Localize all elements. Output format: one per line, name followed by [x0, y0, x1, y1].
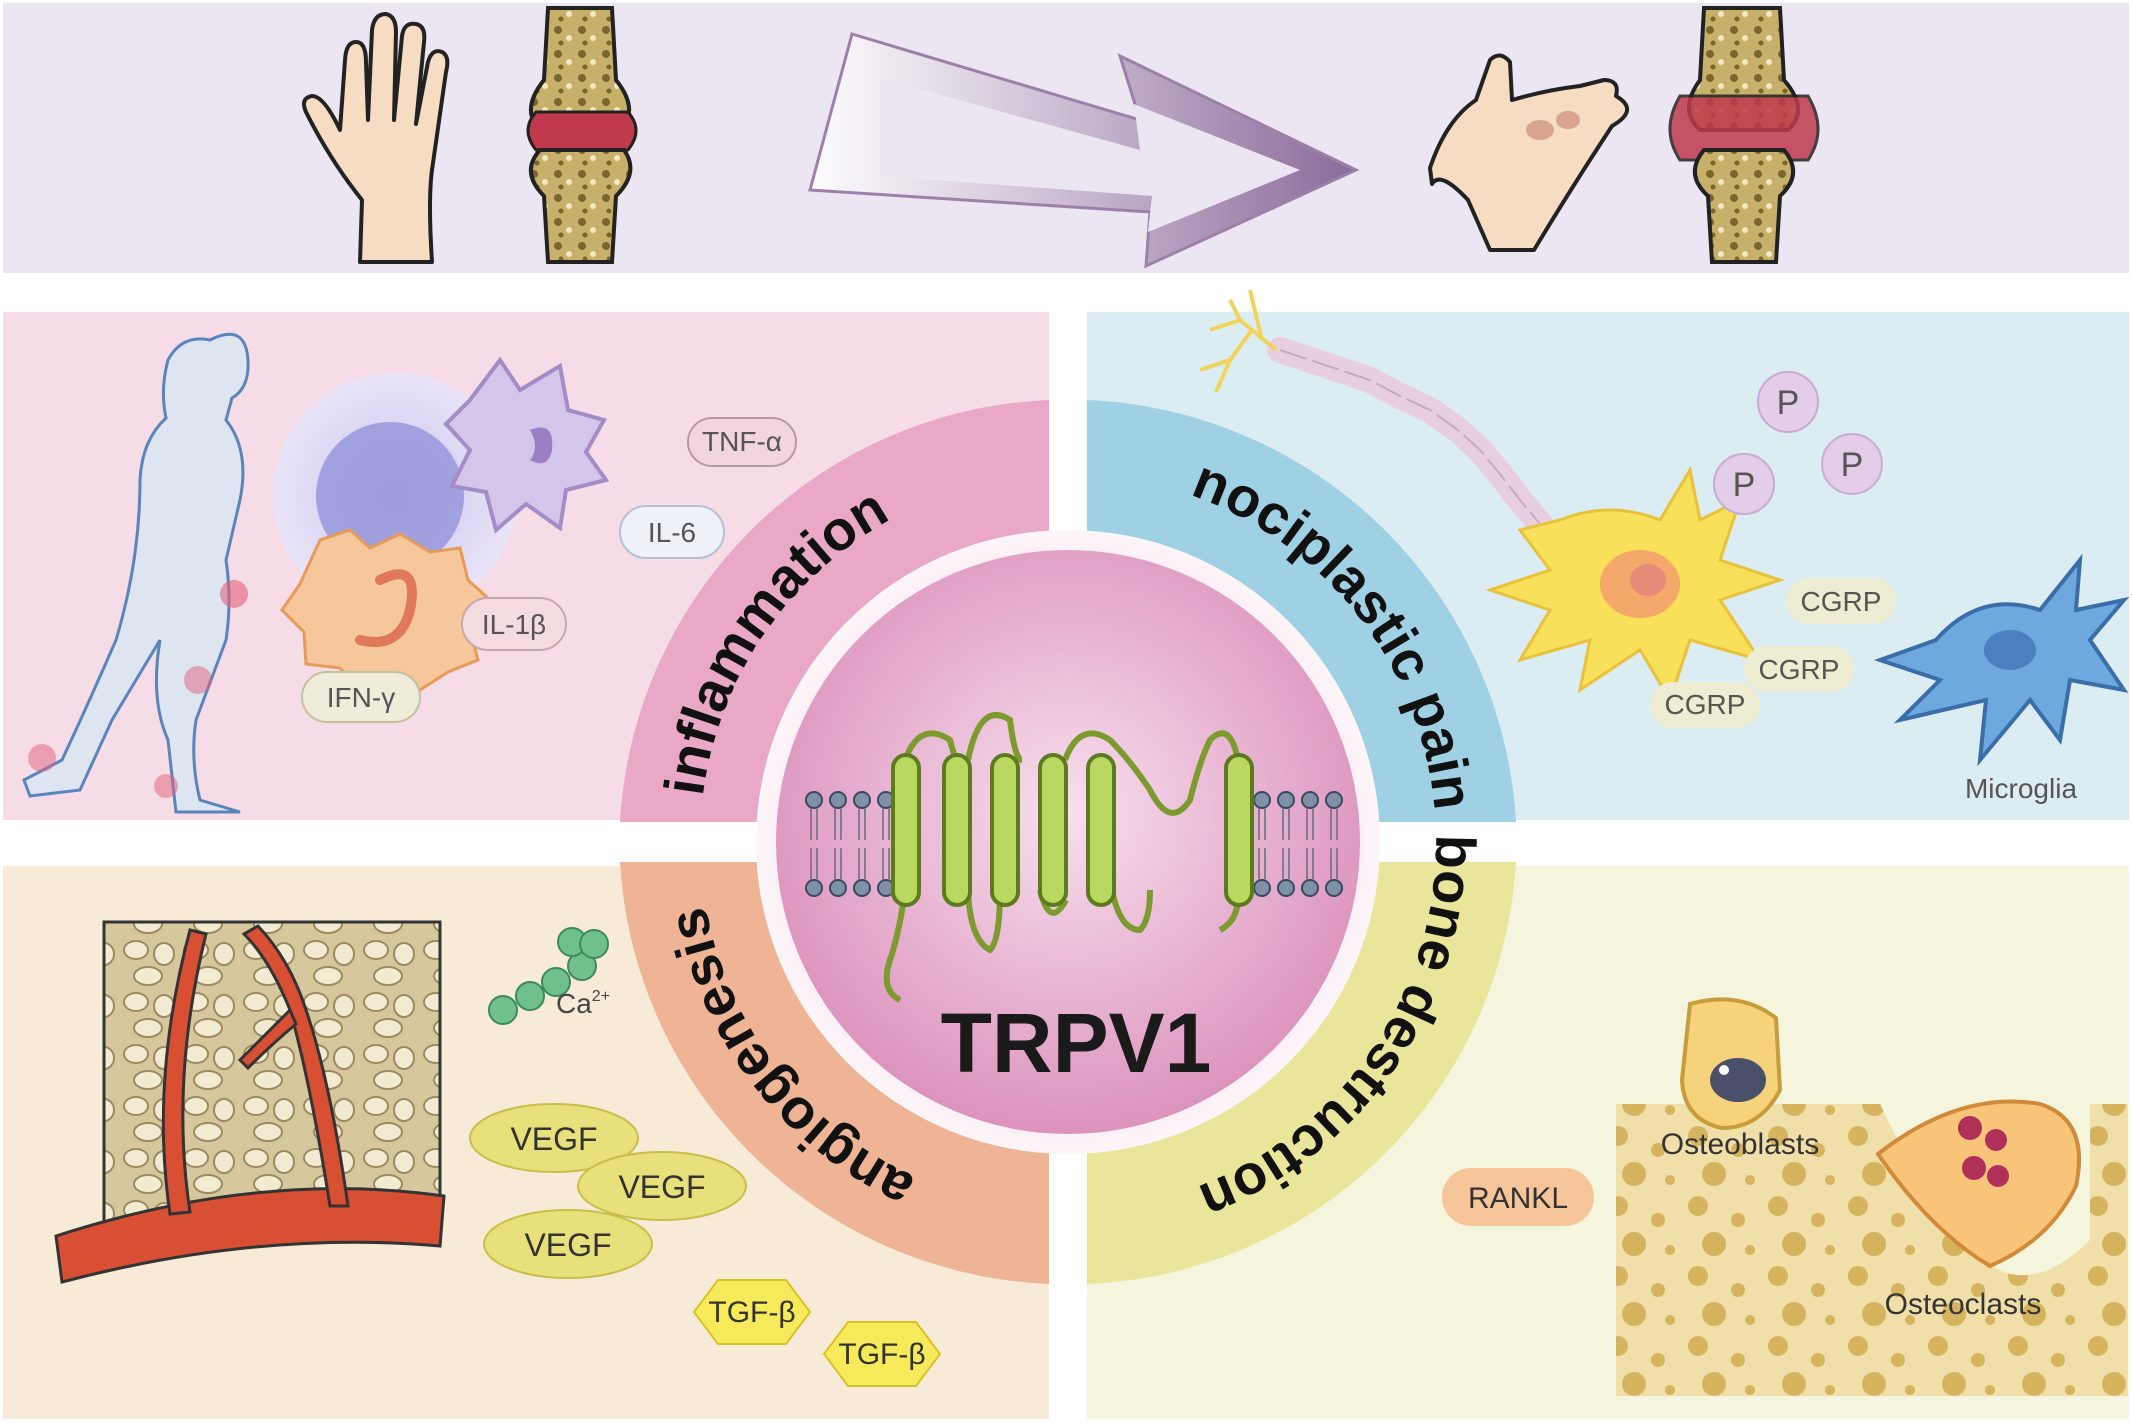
- lipid-head: [829, 791, 847, 809]
- substance-p-2: P: [1713, 453, 1775, 515]
- lipid-head: [805, 791, 823, 809]
- lipid-head: [1253, 791, 1271, 809]
- svg-text:IL-1β: IL-1β: [482, 609, 546, 640]
- tgf-beta-1: TGF-β: [692, 1279, 812, 1345]
- microglia-icon: [1873, 553, 2130, 767]
- svg-text:CGRP: CGRP: [1801, 586, 1882, 617]
- cytokine-ifng: IFN-γ: [301, 671, 421, 723]
- lipid-tail: [1282, 848, 1290, 880]
- lipid-tail: [1330, 848, 1338, 880]
- lipid-head: [1325, 791, 1343, 809]
- lipid-head: [853, 791, 871, 809]
- vegf-2: VEGF: [577, 1151, 747, 1221]
- dendritic-nucleus: [530, 427, 553, 464]
- arthritic-joint-icon: [1668, 6, 1820, 264]
- lipid-tail: [1306, 848, 1314, 880]
- lipid-head: [1253, 879, 1271, 897]
- tgf-beta-2: TGF-β: [822, 1321, 942, 1387]
- trpv1-channel-icon: [883, 712, 1254, 1003]
- lipid-tail: [1330, 808, 1338, 840]
- osteoclasts-label: Osteoclasts: [1885, 1288, 2042, 1321]
- healthy-joint-icon: [526, 6, 638, 264]
- lipid-head: [1301, 791, 1319, 809]
- svg-text:IL-6: IL-6: [648, 517, 696, 548]
- lipid-head: [1301, 879, 1319, 897]
- rankl-badge: RANKL: [1442, 1168, 1594, 1226]
- svg-text:IFN-γ: IFN-γ: [327, 682, 395, 713]
- bone-matrix-icon: [1616, 1104, 2128, 1396]
- trpv1-title: TRPV1: [941, 996, 1212, 1090]
- lipid-tail: [834, 848, 842, 880]
- cytokine-il1b: IL-1β: [461, 597, 567, 651]
- lipid-head: [829, 879, 847, 897]
- osteoblast-icon: [1679, 997, 1783, 1131]
- svg-text:TNF-α: TNF-α: [702, 426, 782, 457]
- osteoblasts-label: Osteoblasts: [1661, 1128, 1819, 1161]
- cgrp-3: CGRP: [1650, 682, 1760, 728]
- neuron-body-icon: [1485, 465, 1785, 704]
- macrophage-nucleus: [355, 569, 417, 647]
- neuron-axon-icon: [1199, 289, 1553, 537]
- lipid-bilayer: [805, 791, 1343, 897]
- svg-text:P: P: [1777, 384, 1800, 422]
- svg-text:CGRP: CGRP: [1665, 689, 1746, 720]
- lipid-tail: [858, 808, 866, 840]
- svg-text:VEGF: VEGF: [618, 1169, 705, 1205]
- lipid-head: [1277, 791, 1295, 809]
- lipid-tail: [1258, 808, 1266, 840]
- lipid-tail: [810, 808, 818, 840]
- svg-text:VEGF: VEGF: [524, 1227, 611, 1263]
- lipid-head: [853, 879, 871, 897]
- substance-p-1: P: [1757, 371, 1819, 433]
- lipid-tail: [834, 808, 842, 840]
- lipid-head: [1277, 879, 1295, 897]
- substance-p-3: P: [1821, 433, 1883, 495]
- vegf-3: VEGF: [483, 1209, 653, 1279]
- cytokine-tnf: TNF-α: [687, 417, 797, 467]
- lipid-tail: [882, 808, 890, 840]
- vegf-1: VEGF: [469, 1103, 639, 1173]
- walking-woman-icon: [22, 332, 250, 814]
- svg-text:TGF-β: TGF-β: [838, 1338, 925, 1371]
- svg-text:TGF-β: TGF-β: [708, 1296, 795, 1329]
- arrow-inner: [880, 78, 1300, 232]
- lipid-tail: [858, 848, 866, 880]
- svg-text:P: P: [1841, 446, 1864, 484]
- healthy-hand-icon: [302, 12, 450, 264]
- cytokine-il6: IL-6: [619, 505, 725, 559]
- blood-vessel-icon: [54, 924, 446, 1284]
- lipid-tail: [882, 848, 890, 880]
- calcium-ions-icon: [488, 927, 609, 1025]
- lipid-tail: [810, 848, 818, 880]
- svg-text:VEGF: VEGF: [510, 1121, 597, 1157]
- macrophage-icon: [280, 528, 492, 692]
- microglia-label: Microglia: [1965, 773, 2077, 804]
- lipid-tail: [1306, 808, 1314, 840]
- svg-text:RANKL: RANKL: [1468, 1182, 1568, 1215]
- arthritic-hand-icon: [1428, 53, 1629, 252]
- lipid-head: [1325, 879, 1343, 897]
- lipid-tail: [1282, 808, 1290, 840]
- cgrp-2: CGRP: [1744, 646, 1854, 692]
- dendritic-cell-icon: [443, 356, 610, 534]
- svg-text:P: P: [1733, 466, 1756, 504]
- cgrp-1: CGRP: [1786, 578, 1896, 624]
- lipid-tail: [1258, 848, 1266, 880]
- osteoclast-icon: [1875, 1099, 2081, 1269]
- svg-text:CGRP: CGRP: [1759, 654, 1840, 685]
- lipid-head: [805, 879, 823, 897]
- calcium-label: Ca2+: [556, 988, 610, 1019]
